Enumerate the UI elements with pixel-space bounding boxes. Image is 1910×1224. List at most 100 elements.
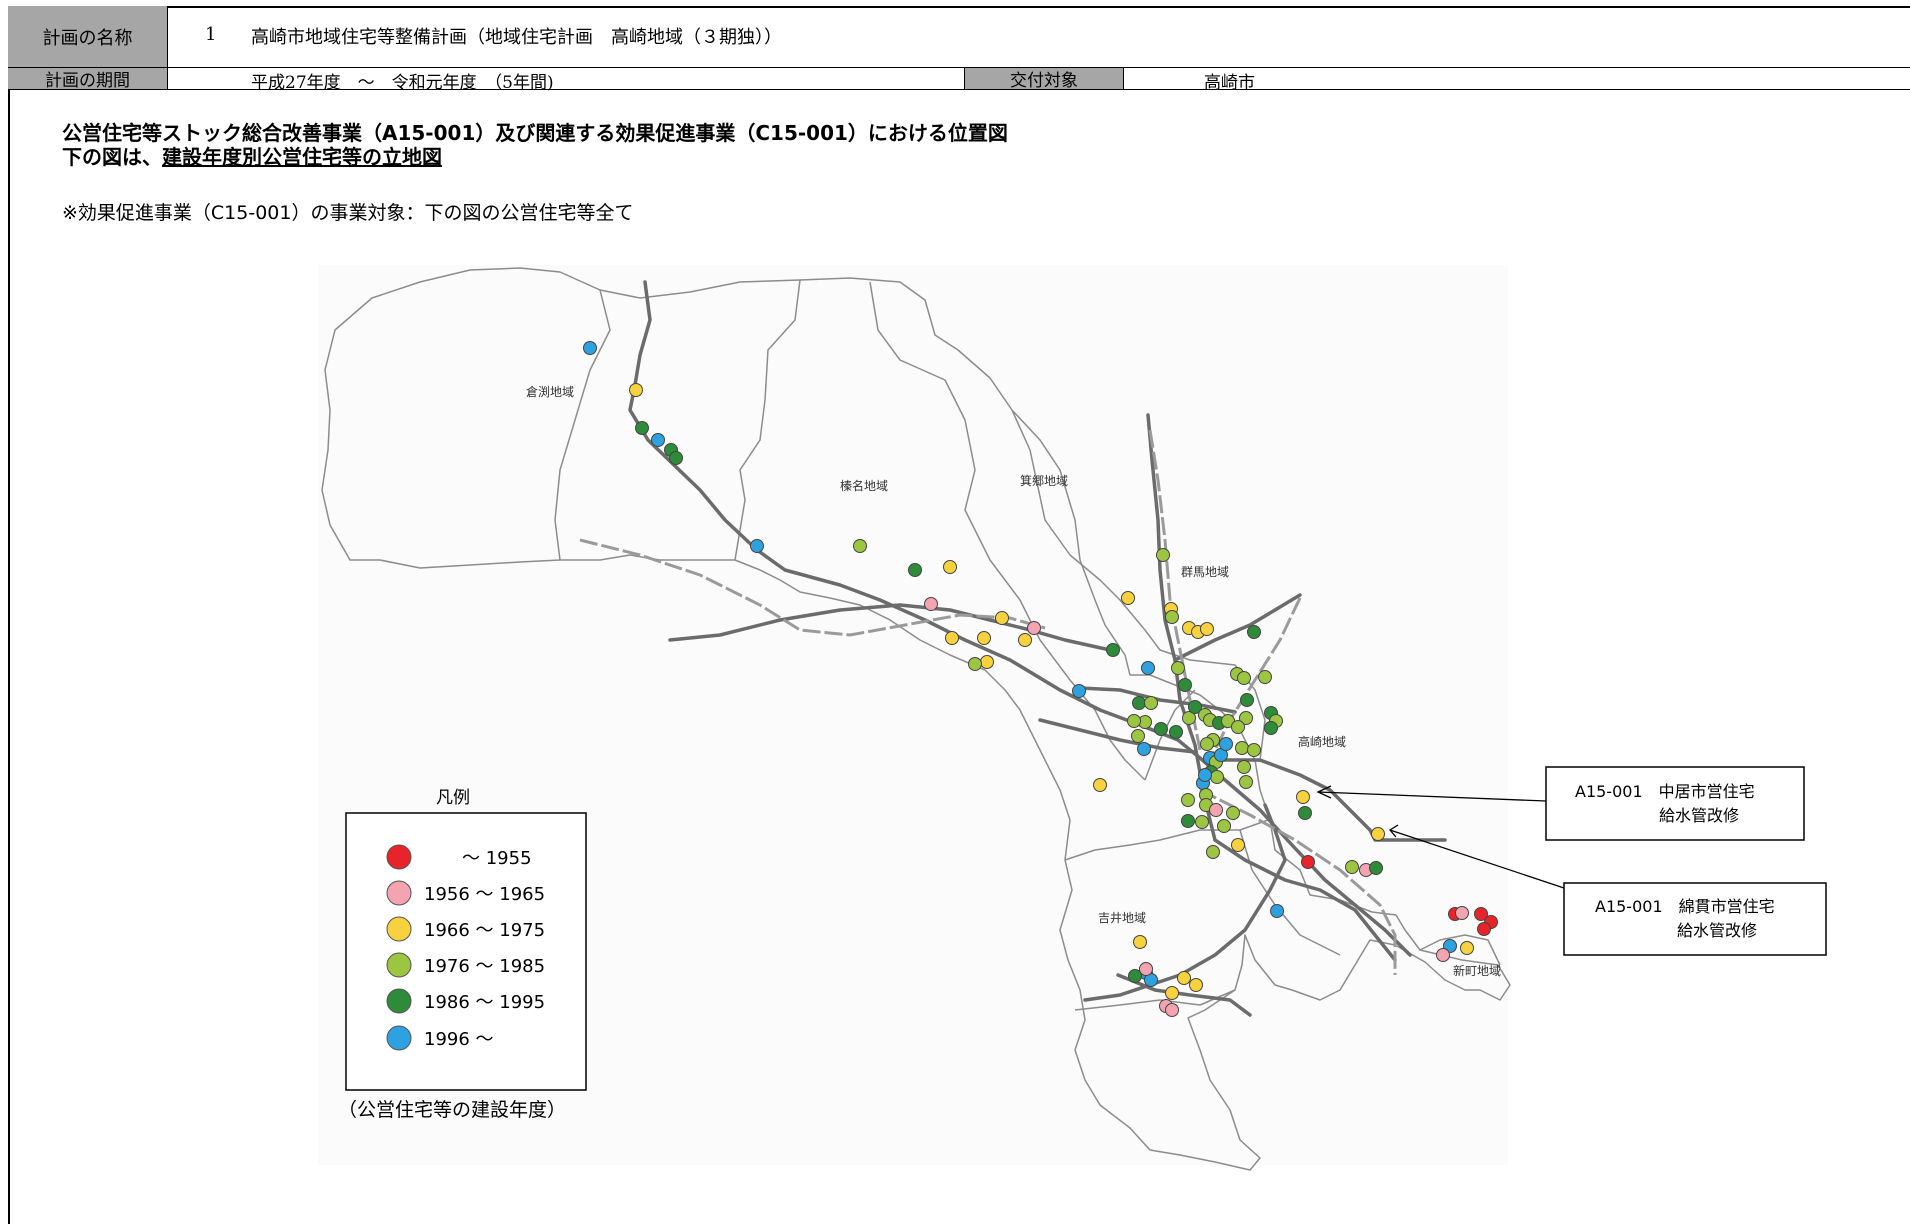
housing-marker bbox=[1226, 806, 1240, 820]
housing-marker bbox=[1455, 906, 1469, 920]
road-takasaki-east bbox=[1208, 758, 1447, 842]
label-kurabuchi: 倉渕地域 bbox=[526, 384, 574, 399]
label-shinmachi: 新町地域 bbox=[1453, 963, 1501, 978]
housing-marker bbox=[1181, 814, 1195, 828]
housing-marker bbox=[1139, 962, 1153, 976]
housing-marker bbox=[1132, 696, 1146, 710]
housing-marker bbox=[1239, 775, 1253, 789]
housing-marker bbox=[1027, 621, 1041, 635]
legend-label: 1996 ～ bbox=[424, 1029, 494, 1050]
callout-watanuki-line1: A15-001 綿貫市営住宅 bbox=[1595, 897, 1775, 916]
housing-marker bbox=[943, 560, 957, 574]
callout-nakai-box bbox=[1545, 766, 1805, 841]
housing-marker bbox=[1093, 778, 1107, 792]
legend-label: 1966 ～ 1975 bbox=[424, 920, 545, 941]
housing-marker bbox=[1177, 971, 1191, 985]
housing-marker bbox=[1247, 625, 1261, 639]
housing-marker bbox=[977, 631, 991, 645]
plan-period: 平成27年度 ～ 令和元年度 （5年間) bbox=[251, 73, 554, 93]
arrow-watanuki bbox=[1389, 829, 1565, 889]
plan-period-row: 計画の期間 平成27年度 ～ 令和元年度 （5年間) 交付対象 高崎市 bbox=[8, 68, 1910, 93]
housing-marker bbox=[1165, 1003, 1179, 1017]
legend-caption: （公営住宅等の建設年度） bbox=[338, 1099, 566, 1121]
legend-swatch bbox=[386, 916, 412, 942]
housing-marker bbox=[1072, 684, 1086, 698]
housing-marker bbox=[1195, 815, 1209, 829]
housing-marker bbox=[1165, 986, 1179, 1000]
housing-marker bbox=[1144, 696, 1158, 710]
housing-marker bbox=[1178, 678, 1192, 692]
housing-marker bbox=[1156, 548, 1170, 562]
grant-target: 高崎市 bbox=[1204, 73, 1255, 93]
rail-lines bbox=[579, 429, 1397, 975]
road-yoshii-2 bbox=[1116, 973, 1252, 1017]
plan-number: 1 bbox=[205, 24, 217, 45]
plan-name: 高崎市地域住宅等整備計画（地域住宅計画 高崎地域（３期独）） bbox=[251, 27, 782, 48]
housing-marker bbox=[651, 433, 665, 447]
legend-label: ～ 1955 bbox=[462, 848, 532, 869]
rail-4 bbox=[1208, 597, 1302, 761]
housing-marker bbox=[1239, 711, 1253, 725]
housing-marker bbox=[1247, 743, 1261, 757]
housing-marker bbox=[1181, 793, 1195, 807]
rail-2 bbox=[1148, 429, 1202, 751]
boundary-inner-1 bbox=[1144, 689, 1196, 781]
housing-marker bbox=[635, 421, 649, 435]
boundary-shinmachi bbox=[1419, 934, 1501, 966]
legend-box bbox=[345, 812, 587, 1091]
housing-marker bbox=[1131, 729, 1145, 743]
boundary-haruna-misato bbox=[869, 281, 1041, 641]
housing-marker bbox=[908, 563, 922, 577]
housing-marker bbox=[1189, 978, 1203, 992]
housing-marker bbox=[629, 383, 643, 397]
housing-marker bbox=[1106, 643, 1120, 657]
road-yoshii bbox=[1083, 803, 1287, 1002]
title-line-1: 公営住宅等ストック総合改善事業（A15-001）及び関連する効果促進事業（C15… bbox=[62, 121, 1008, 145]
callout-arrows bbox=[1316, 785, 1565, 889]
label-misato: 箕郷地域 bbox=[1020, 474, 1068, 488]
housing-marker bbox=[1477, 922, 1491, 936]
housing-marker bbox=[1210, 770, 1224, 784]
housing-marker bbox=[1240, 693, 1254, 707]
housing-marker bbox=[750, 539, 764, 553]
legend-swatch bbox=[386, 988, 412, 1014]
housing-marker bbox=[1165, 610, 1179, 624]
housing-marker bbox=[1296, 790, 1310, 804]
housing-marker bbox=[1200, 737, 1214, 751]
rail-3 bbox=[1199, 788, 1397, 975]
housing-marker bbox=[1301, 855, 1315, 869]
housing-marker bbox=[1171, 661, 1185, 675]
housing-marker bbox=[1474, 907, 1488, 921]
housing-marker bbox=[1137, 742, 1151, 756]
housing-marker bbox=[980, 655, 994, 669]
housing-marker bbox=[1182, 711, 1196, 725]
housing-marker bbox=[1198, 768, 1212, 782]
housing-marker bbox=[968, 657, 982, 671]
housing-marker bbox=[853, 539, 867, 553]
boundary-misato-gunma bbox=[1011, 409, 1146, 631]
callout-nakai: A15-001 中居市営住宅 給水管改修 bbox=[1545, 766, 1805, 841]
legend-label: 1976 ～ 1985 bbox=[424, 956, 545, 977]
housing-marker bbox=[1436, 948, 1450, 962]
housing-marker bbox=[1237, 671, 1251, 685]
city-outline bbox=[321, 267, 1511, 1171]
label-takasaki: 高崎地域 bbox=[1298, 734, 1346, 749]
housing-marker bbox=[1128, 969, 1142, 983]
housing-marker bbox=[1209, 803, 1223, 817]
callout-watanuki: A15-001 綿貫市営住宅 給水管改修 bbox=[1563, 882, 1827, 956]
housing-marker bbox=[583, 341, 597, 355]
arrow-nakai bbox=[1317, 791, 1547, 802]
housing-marker bbox=[1369, 861, 1383, 875]
housing-marker bbox=[1460, 941, 1474, 955]
housing-marker bbox=[1133, 935, 1147, 949]
housing-marker bbox=[1141, 661, 1155, 675]
housing-marker bbox=[1264, 721, 1278, 735]
boundary-inner-2 bbox=[554, 289, 611, 561]
label-gunma: 群馬地域 bbox=[1181, 565, 1229, 579]
title-line-2-underlined: 建設年度別公営住宅等の立地図 bbox=[162, 145, 442, 169]
housing-marker bbox=[1258, 670, 1272, 684]
housing-marker bbox=[1217, 819, 1231, 833]
road-central-2 bbox=[1213, 838, 1397, 962]
